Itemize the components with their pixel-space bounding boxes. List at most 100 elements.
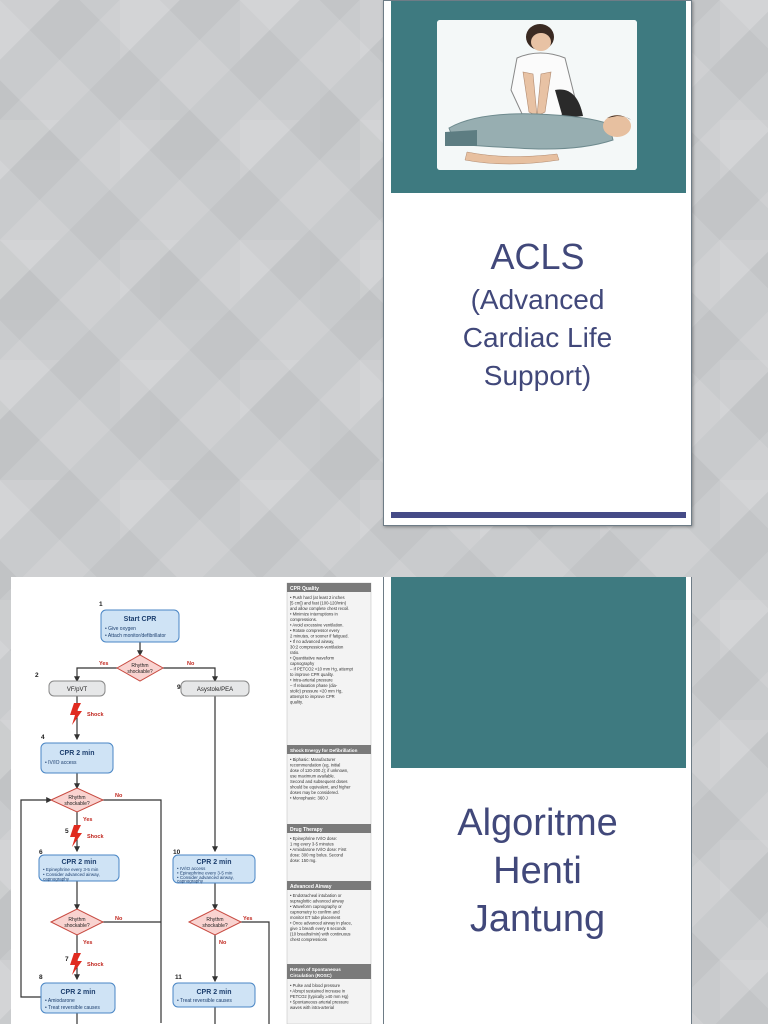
sidebar-header-rosc: Circulation (ROSC) <box>290 973 332 978</box>
cpr-box-bullet: • Amiodarone <box>45 998 75 1004</box>
start-cpr-bullet: • Give oxygen <box>105 626 136 632</box>
sidebar-line: give 1 breath every 6 seconds <box>290 926 346 931</box>
shock-icon <box>70 953 82 975</box>
cpr-box-title: CPR 2 min <box>196 859 231 866</box>
cpr-box-8[interactable]: CPR 2 min • Amiodarone • Treat reversibl… <box>40 982 116 1014</box>
step-number-5: 5 <box>65 828 69 835</box>
sidebar-line: • Quantitative waveform <box>290 656 335 661</box>
slide-subtitle-line-3: Support) <box>483 360 592 391</box>
shock-label: Shock <box>87 834 104 840</box>
cpr-box-title: CPR 2 min <box>59 750 94 757</box>
cpr-box-bullet: • Treat reversible causes <box>177 998 232 1004</box>
sidebar-line: – If PETCO2 <10 mm Hg, attempt <box>290 667 354 672</box>
sidebar-panel: CPR Quality • Push hard (at least 2 inch… <box>286 582 372 1024</box>
no-label: No <box>219 940 227 946</box>
step-number-1: 1 <box>99 601 103 608</box>
cpr-box-bullet: • IV/IO access <box>45 760 77 766</box>
decision-rhythm-shockable[interactable]: Rhythm shockable? <box>187 908 243 936</box>
cpr-box-title: CPR 2 min <box>61 859 96 866</box>
sidebar-line: dose: 300 mg bolus. Second <box>290 853 344 858</box>
cpr-box-title: CPR 2 min <box>196 989 231 996</box>
sidebar-line: stolic) pressure <20 mm Hg, <box>290 689 342 694</box>
cpr-box-11[interactable]: CPR 2 min • Treat reversible causes <box>172 982 256 1008</box>
slide-banner <box>391 577 686 768</box>
decision-label: Rhythm <box>131 663 148 669</box>
sidebar-header-cpr-quality: CPR Quality <box>290 586 319 592</box>
sidebar-line: PETCO2 (typically ≥40 mm Hg) <box>290 994 349 999</box>
sidebar-line: • Amiodarone IV/IO dose: First <box>290 847 347 852</box>
sidebar-line: – If relaxation phase (dia- <box>290 683 338 688</box>
sidebar-line: capnometry to confirm and <box>290 910 340 915</box>
step-number-10: 10 <box>173 849 181 856</box>
sidebar-line: • Minimize interruptions in <box>290 612 338 617</box>
sidebar-line: ratio. <box>290 650 299 655</box>
step-number-9: 9 <box>177 684 181 691</box>
sidebar-line: • Pulse and blood pressure <box>290 983 341 988</box>
cpr-box-bullet: • Epinephrine every 3-5 min <box>43 867 99 872</box>
cpr-box-bullet: • IV/IO access <box>177 866 206 871</box>
sidebar-line: quality. <box>290 700 303 705</box>
sidebar-header-rosc: Return of Spontaneous <box>290 967 341 972</box>
sidebar-line: dose: 150 mg. <box>290 858 317 863</box>
asystole-pea-box[interactable]: Asystole/PEA <box>180 680 250 697</box>
decision-label: shockable? <box>202 923 228 929</box>
step-number-4: 4 <box>41 734 45 741</box>
yes-label: Yes <box>83 940 92 946</box>
sidebar-line: doses may be considered. <box>290 790 339 795</box>
sidebar-line: waves with intra-arterial <box>290 1005 334 1010</box>
sidebar-line: attempt to improve CPR <box>290 694 335 699</box>
decision-rhythm-shockable[interactable]: Rhythm shockable? <box>49 908 105 936</box>
sidebar-line: 2 minutes, or sooner if fatigued. <box>290 634 349 639</box>
slide-title-line-1: Algoritme <box>457 802 618 844</box>
yes-label: Yes <box>83 817 92 823</box>
yes-label: Yes <box>99 661 108 667</box>
slide-title: ACLS <box>490 236 585 277</box>
sidebar-line: to improve CPR quality. <box>290 672 334 677</box>
cpr-box-4[interactable]: CPR 2 min • IV/IO access <box>40 742 114 774</box>
cpr-box-bullet: • Epinephrine every 3-5 min <box>177 871 233 876</box>
decision-rhythm-shockable[interactable]: Rhythm shockable? <box>115 654 165 682</box>
sidebar-line: • Epinephrine IV/IO dose: <box>290 836 337 841</box>
slide-subtitle-line-2: Cardiac Life <box>462 322 613 353</box>
shock-label: Shock <box>87 962 104 968</box>
decision-label: shockable? <box>127 669 153 675</box>
slide-title-line-3: Jantung <box>469 898 606 940</box>
cpr-box-bullet: • Consider advanced airway, <box>43 872 100 877</box>
sidebar-line: • If no advanced airway, <box>290 639 334 644</box>
sidebar-line: chest compressions <box>290 937 327 942</box>
slide-cardiac-arrest-algorithm[interactable]: 1 2 3 4 5 6 7 8 9 10 11 Start CPR • Give… <box>11 577 383 1024</box>
decision-rhythm-shockable[interactable]: Rhythm shockable? <box>49 787 105 813</box>
decision-label: Rhythm <box>68 917 85 923</box>
sidebar-line: • Biphasic: Manufacturer <box>290 757 336 762</box>
cpr-box-bullet: capnography <box>43 877 70 882</box>
slide-algoritme-title[interactable]: Algoritme Henti Jantung <box>383 577 692 1024</box>
cpr-box-bullet: • Consider advanced airway, <box>177 875 234 880</box>
no-label: No <box>115 793 123 799</box>
cpr-illustration <box>437 20 637 170</box>
start-cpr-box[interactable]: Start CPR • Give oxygen • Attach monitor… <box>100 609 180 643</box>
sidebar-line: • Waveform capnography or <box>290 904 342 909</box>
sidebar-line: • Abrupt sustained increase in <box>290 989 346 994</box>
sidebar-line: • Push hard (at least 2 inches <box>290 595 345 600</box>
step-number-11: 11 <box>175 974 182 981</box>
step-number-8: 8 <box>39 974 43 981</box>
step-number-6: 6 <box>39 849 43 856</box>
shock-icon <box>70 703 82 725</box>
sidebar-line: use maximum available. <box>290 774 335 779</box>
sidebar-line: and allow complete chest recoil. <box>290 606 349 611</box>
no-label: No <box>115 916 123 922</box>
cpr-box-10[interactable]: CPR 2 min • IV/IO access • Epinephrine e… <box>172 854 256 884</box>
sidebar-header-shock-energy: Shock Energy for Defibrillation <box>290 748 358 753</box>
slide-acls-title[interactable]: ACLS (Advanced Cardiac Life Support) <box>383 0 692 526</box>
sidebar-line: • Monophasic: 360 J <box>290 796 328 801</box>
slide-title-line-2: Henti <box>493 850 582 892</box>
cpr-box-6[interactable]: CPR 2 min • Epinephrine every 3-5 min • … <box>38 854 120 882</box>
sidebar-line: recommendation (eg, initial <box>290 763 340 768</box>
sidebar-line: • Intra-arterial pressure <box>290 678 333 683</box>
yes-label: Yes <box>243 916 252 922</box>
no-label: No <box>187 661 195 667</box>
cpr-box-bullet: • Treat reversible causes <box>45 1005 100 1011</box>
vf-pvt-box[interactable]: VF/pVT <box>48 680 106 697</box>
start-cpr-bullet: • Attach monitor/defibrillator <box>105 633 166 639</box>
sidebar-line: monitor ET tube placement <box>290 915 341 920</box>
